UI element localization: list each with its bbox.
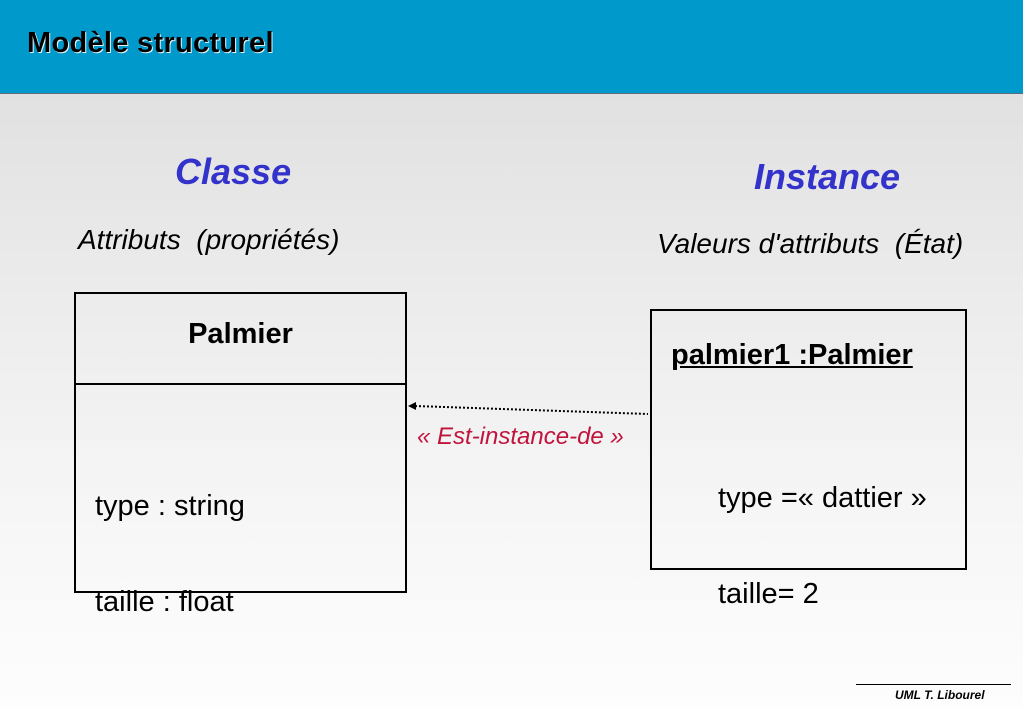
class-box: Palmier type : string taille : float [74,292,407,618]
class-divider [76,383,405,385]
slide-title: Modèle structurel [27,27,274,59]
class-attribute: type : string [95,490,245,522]
header-bar: Modèle structurel [0,0,1023,94]
footer-divider [856,684,1011,685]
instance-of-arrow [408,402,649,415]
instance-subheading: Valeurs d'attributs (État) [657,228,964,259]
class-subheading: Attributs (propriétés) [78,224,340,255]
class-name: Palmier [188,318,293,350]
class-heading: Classe [175,151,292,192]
instance-box: palmier1 :Palmier type =« dattier » tail… [650,309,967,610]
instance-heading: Instance [754,156,901,197]
class-attributes: type : string taille : float [95,426,245,682]
footer-credit: UML T. Libourel [895,688,985,702]
instance-values: type =« dattier » taille= 2 [718,418,927,674]
class-attribute: taille : float [95,586,234,618]
dotted-connector-line [414,405,649,415]
instance-value: taille= 2 [718,578,819,610]
arrowhead [408,402,416,410]
instance-value: type =« dattier » [718,482,927,514]
relation-label: « Est-instance-de » [417,423,624,450]
instance-name: palmier1 :Palmier [671,339,913,371]
